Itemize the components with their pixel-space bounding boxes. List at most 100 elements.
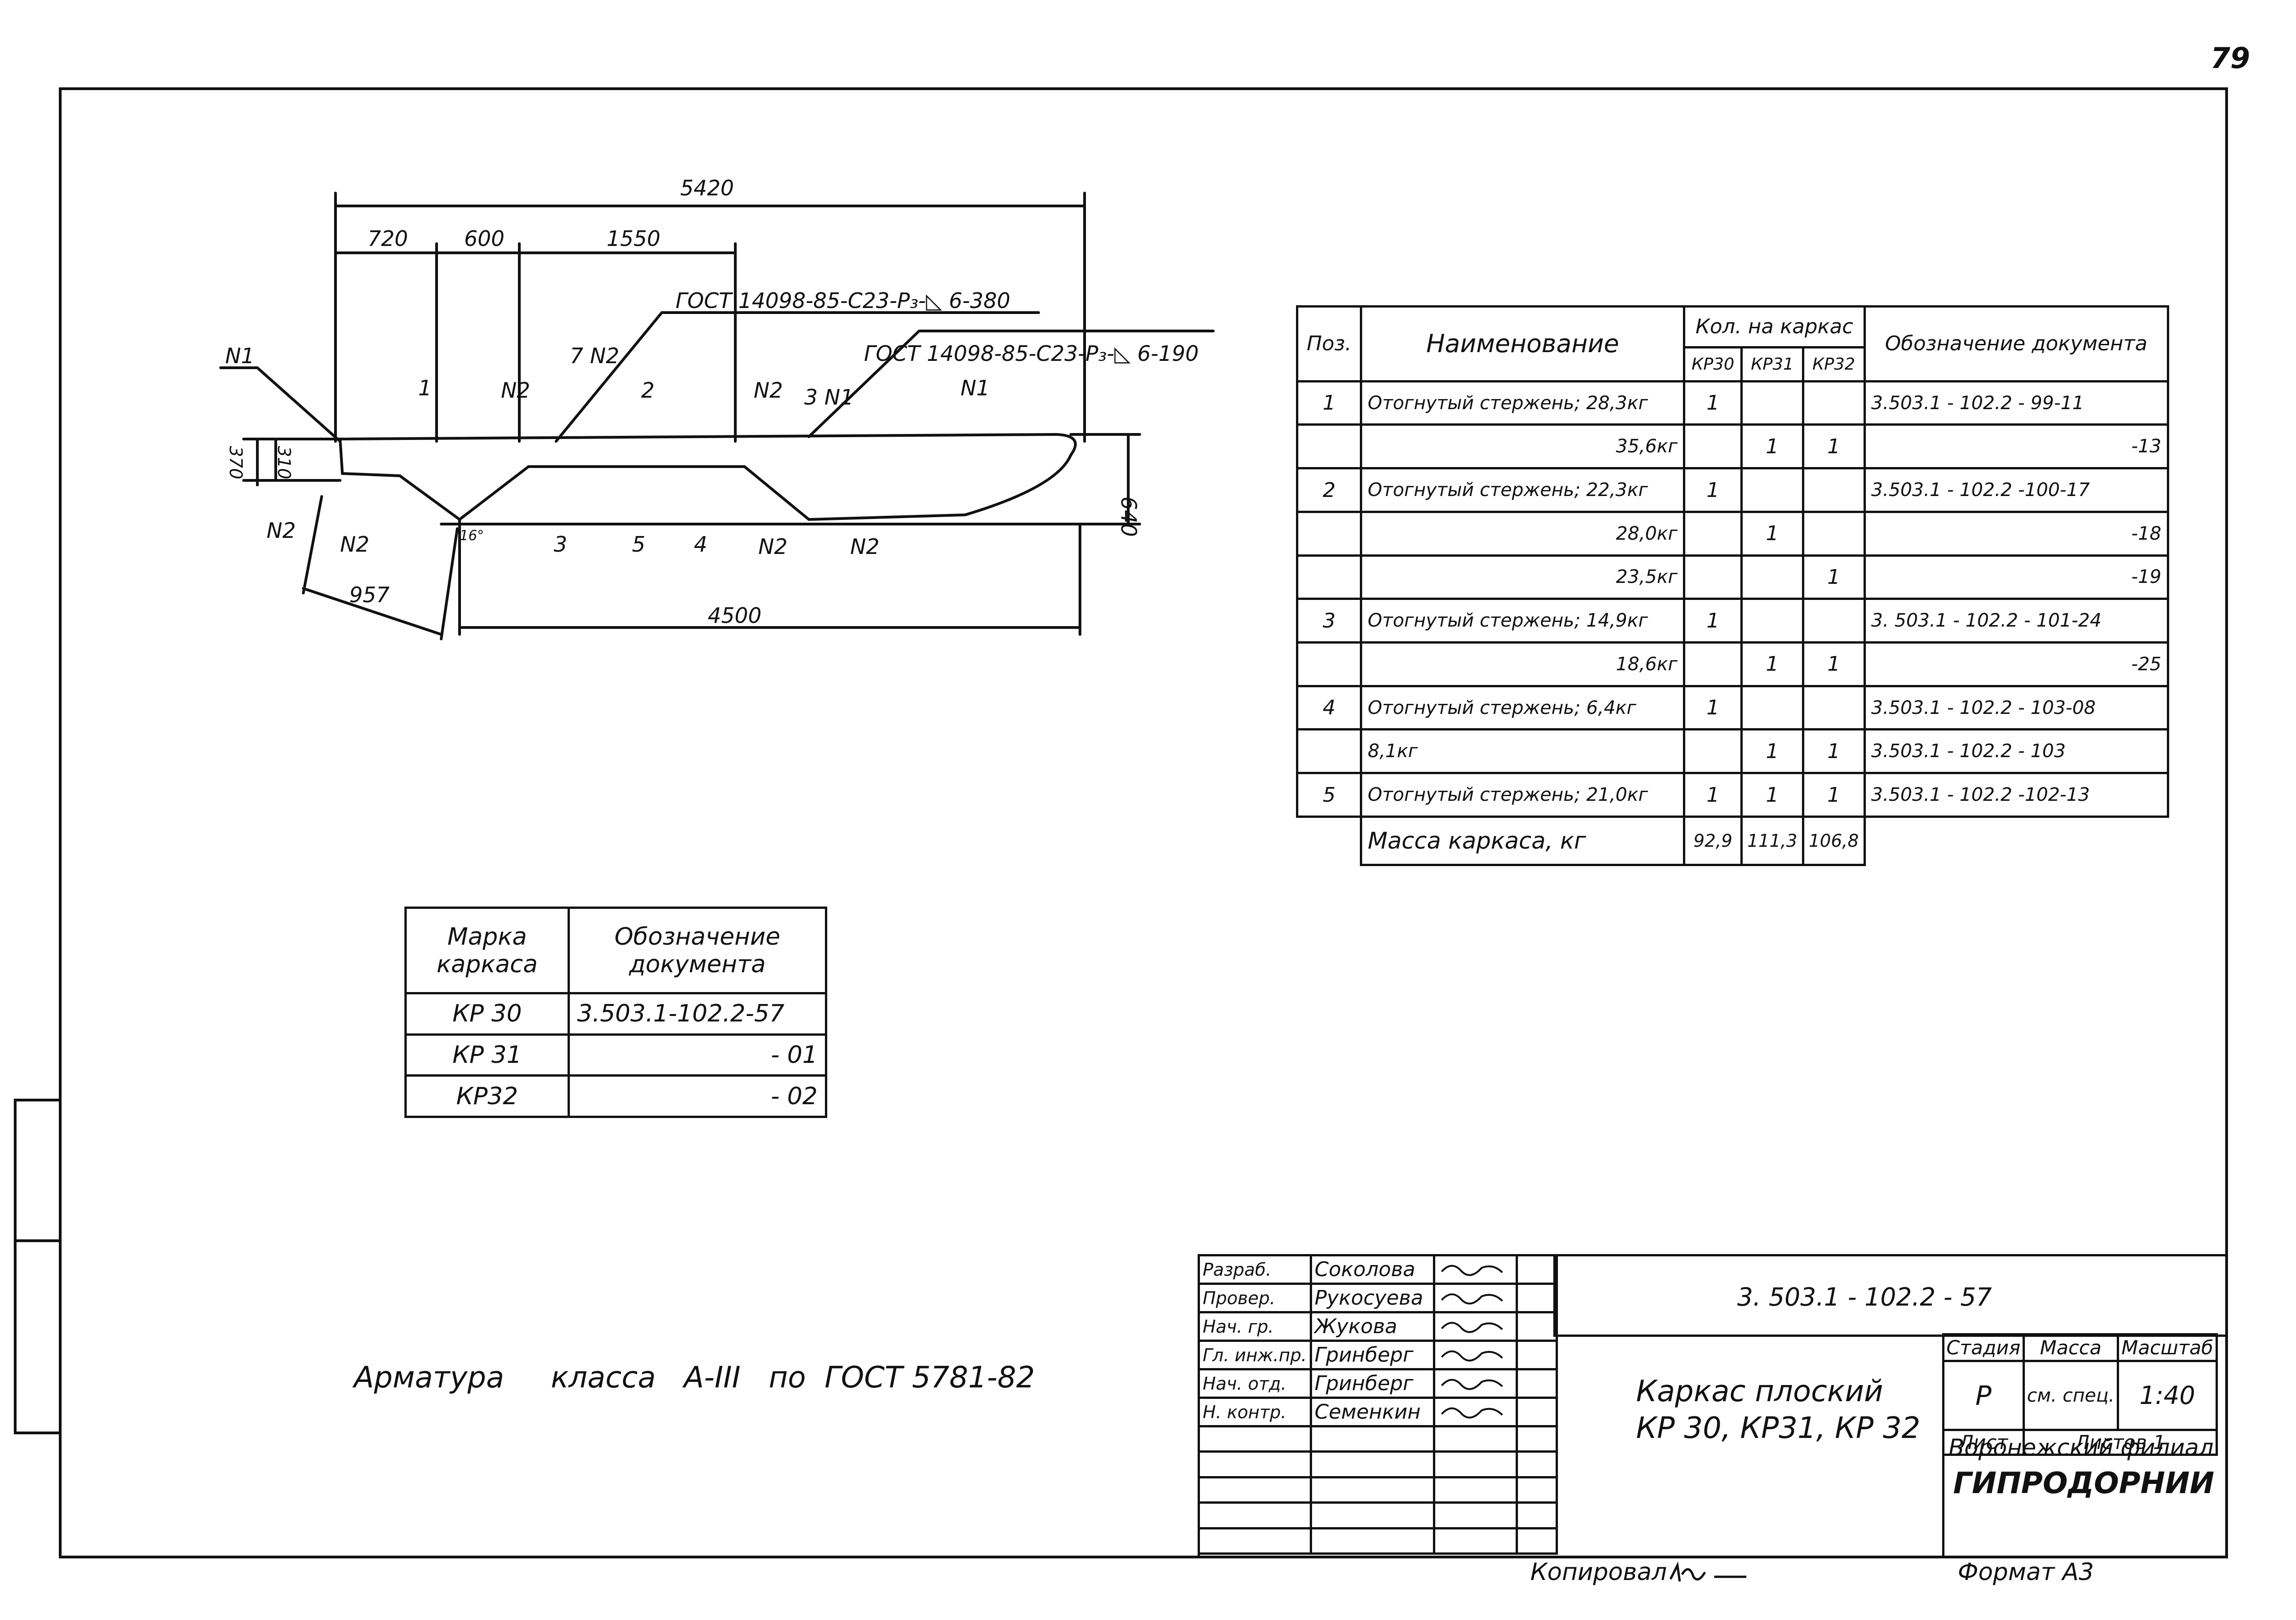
- label-n1-b: N1: [960, 376, 990, 400]
- mass-value: см. спец.: [2022, 1360, 2119, 1431]
- header-kr30: КР30: [1683, 346, 1743, 382]
- marks-doc: - 02: [567, 1074, 828, 1118]
- signature-date: [1515, 1254, 1558, 1285]
- marks-mark: КР 31: [404, 1033, 570, 1077]
- spec-doc: -18: [1863, 510, 2169, 557]
- signature-role: Нач. отд.: [1198, 1368, 1312, 1399]
- signature-name: Гринберг: [1309, 1340, 1435, 1371]
- spec-pos: 1: [1296, 380, 1363, 426]
- signature-date: [1515, 1340, 1558, 1371]
- spec-kr31: [1740, 380, 1804, 426]
- signature-row: Гл. инж.пр.Гринберг: [1198, 1340, 1558, 1371]
- signature-row: [1198, 1527, 1558, 1555]
- signature-name: Соколова: [1309, 1254, 1435, 1285]
- signature-name: [1309, 1501, 1435, 1529]
- spec-kr30: 1: [1683, 598, 1743, 644]
- sheets-label: Листов 1: [2022, 1429, 2218, 1456]
- stage-value: Р: [1942, 1360, 2025, 1431]
- signature-date: [1515, 1311, 1558, 1342]
- signature-row: Разраб.Соколова: [1198, 1254, 1558, 1285]
- spec-kr30: 1: [1683, 380, 1743, 426]
- signature-date: [1515, 1476, 1558, 1504]
- label-pos-4: 4: [694, 532, 707, 557]
- spec-pos: [1296, 423, 1363, 470]
- header-name: Наименование: [1360, 305, 1686, 382]
- drawing-title-1: Каркас плоский: [1636, 1375, 1883, 1409]
- page-number: 79: [2210, 41, 2250, 75]
- spec-kr32: [1802, 685, 1866, 731]
- spec-kr32: [1802, 467, 1866, 513]
- signature-mark: [1432, 1425, 1518, 1453]
- signature-mark: [1432, 1397, 1518, 1428]
- label-n2-b: N2: [754, 378, 783, 403]
- signature-date: [1515, 1527, 1558, 1555]
- spec-doc: 3. 503.1 - 102.2 - 101-24: [1863, 598, 2169, 644]
- label-pos-5: 5: [632, 532, 645, 557]
- dim-total: 5420: [680, 176, 734, 200]
- scale-value: 1:40: [2116, 1360, 2218, 1431]
- spec-kr32: 1: [1802, 772, 1866, 818]
- signature-role: [1198, 1501, 1312, 1529]
- spec-doc: -25: [1863, 641, 2169, 687]
- organization-line-1: Воронежский филиал: [1949, 1434, 2214, 1461]
- signature-row: [1198, 1450, 1558, 1478]
- spec-kr30: [1683, 641, 1743, 687]
- header-kr31: КР31: [1740, 346, 1804, 382]
- mass-label: Масса каркаса, кг: [1360, 815, 1686, 867]
- drawing-frame: [59, 87, 2228, 1558]
- label-pos-3: 3: [554, 532, 567, 557]
- signature-mark: [1432, 1340, 1518, 1371]
- marks-mark: КР 30: [404, 992, 570, 1036]
- signature-row: Провер.Рукосуева: [1198, 1283, 1558, 1314]
- signature-mark: [1432, 1368, 1518, 1399]
- signature-name: Жукова: [1309, 1311, 1435, 1342]
- label-n2-d: N2: [340, 532, 369, 557]
- dim-h1: 370: [226, 446, 246, 479]
- spec-kr31: [1740, 685, 1804, 731]
- spec-kr31: 1: [1740, 510, 1804, 557]
- signature-role: Н. контр.: [1198, 1397, 1312, 1428]
- dim-h-right: 640: [1116, 496, 1141, 537]
- drawing-title-2: КР 30, КР31, КР 32: [1636, 1411, 1921, 1445]
- signature-row: Нач. отд.Гринберг: [1198, 1368, 1558, 1399]
- label-pos-1: 1: [418, 376, 432, 400]
- spec-pos: 3: [1296, 598, 1363, 644]
- signature-role: [1198, 1476, 1312, 1504]
- signature-name: Семенкин: [1309, 1397, 1435, 1428]
- header-doc: Обозначение документа: [1863, 305, 2169, 382]
- spec-kr30: 1: [1683, 685, 1743, 731]
- signature-mark: [1432, 1254, 1518, 1285]
- spec-kr31: 1: [1740, 728, 1804, 775]
- signature-row: [1198, 1501, 1558, 1529]
- signature-name: [1309, 1476, 1435, 1504]
- signature-role: Разраб.: [1198, 1254, 1312, 1285]
- spec-pos: [1296, 510, 1363, 557]
- spec-doc: 3.503.1 - 102.2 - 103: [1863, 728, 2169, 775]
- spec-doc: -13: [1863, 423, 2169, 470]
- spec-name: Отогнутый стержень; 22,3кг: [1360, 467, 1686, 513]
- signature-mark: [1432, 1476, 1518, 1504]
- mass-kr31: 111,3: [1740, 815, 1804, 867]
- spec-pos: 5: [1296, 772, 1363, 818]
- spec-kr30: 1: [1683, 772, 1743, 818]
- spec-doc: 3.503.1 - 102.2 - 103-08: [1863, 685, 2169, 731]
- spec-doc: -19: [1863, 554, 2169, 600]
- spec-name: 23,5кг: [1360, 554, 1686, 600]
- marks-doc: - 01: [567, 1033, 828, 1077]
- marks-header-mark: Марка каркаса: [404, 906, 570, 995]
- specification-table: Поз. Наименование Кол. на каркас Обознач…: [1296, 305, 2169, 867]
- label-n2-c: N2: [267, 518, 296, 543]
- scale-header: Масштаб: [2116, 1333, 2218, 1362]
- label-n2-f: N2: [850, 534, 880, 559]
